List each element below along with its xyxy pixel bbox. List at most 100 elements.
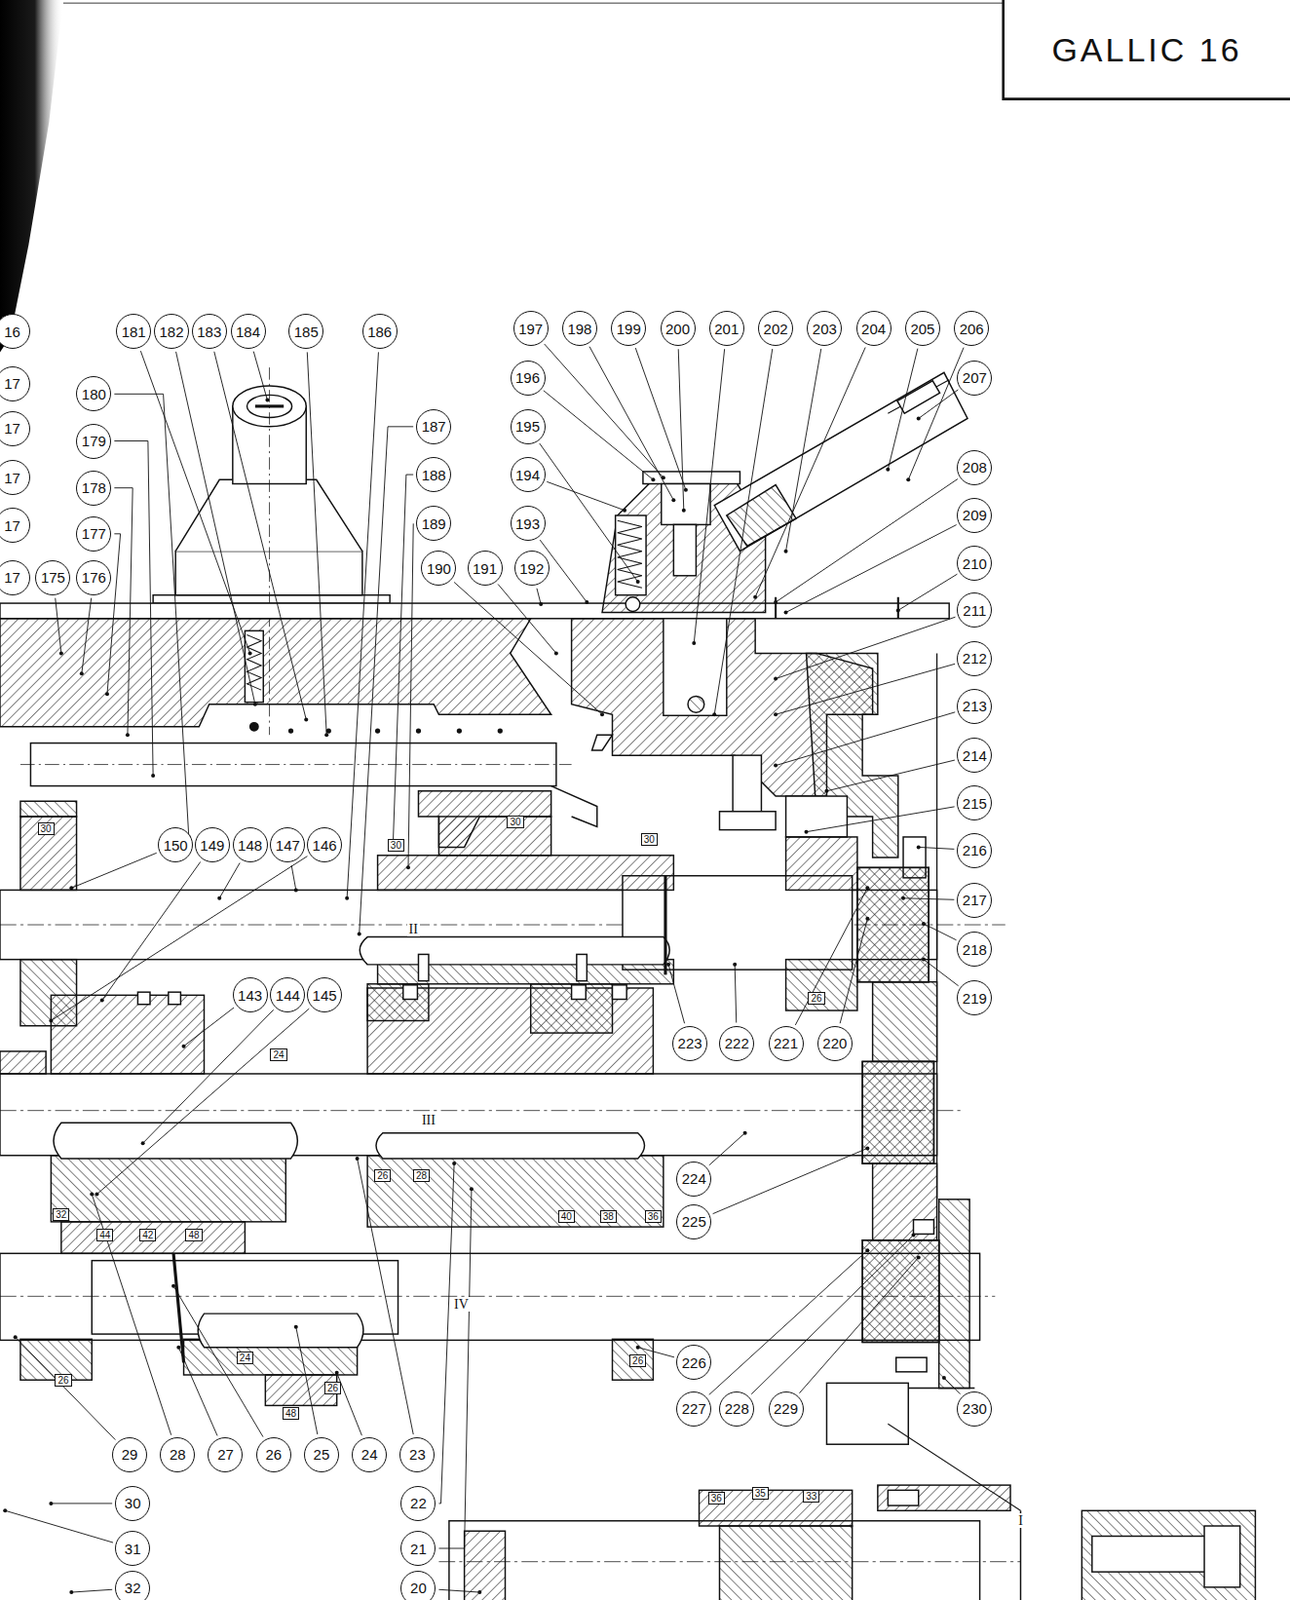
callout-number: 222 xyxy=(719,1025,755,1062)
leader-dot xyxy=(554,650,559,655)
callout-number: 224 xyxy=(676,1161,712,1197)
callout-number: 178 xyxy=(75,470,112,506)
leader-line xyxy=(357,1158,415,1435)
leader-line xyxy=(786,525,957,613)
leader-dot xyxy=(824,789,829,794)
callout-number: 176 xyxy=(75,560,112,596)
leader-dot xyxy=(406,865,411,870)
leader-dot xyxy=(804,830,809,835)
leader-dot xyxy=(344,896,349,901)
leader-dot xyxy=(69,885,74,890)
leader-line xyxy=(408,523,414,868)
leader-line xyxy=(944,1377,961,1395)
callout-number: 200 xyxy=(660,310,696,346)
drawing-line xyxy=(673,524,696,575)
drawing-line xyxy=(877,1484,1011,1511)
drawing-line xyxy=(719,811,776,831)
drawing-line xyxy=(1204,1525,1241,1588)
drawing-line xyxy=(173,1252,184,1363)
leader-line xyxy=(734,964,737,1024)
part-tag: 42 xyxy=(139,1228,156,1242)
drawing-line xyxy=(438,816,551,856)
drawing-line xyxy=(732,755,761,815)
drawing-line xyxy=(175,551,363,596)
drawing-line xyxy=(872,982,938,1063)
drawing-line xyxy=(0,1051,46,1074)
leader-dot xyxy=(600,712,605,717)
drawing-line xyxy=(0,618,552,727)
leader-dot xyxy=(176,1345,181,1350)
drawing-line xyxy=(897,380,941,415)
leader-line xyxy=(359,426,414,935)
callout-number: 29 xyxy=(112,1437,148,1473)
leader-line xyxy=(497,583,557,653)
leader-dot xyxy=(916,844,921,849)
callout-number: 205 xyxy=(905,310,941,346)
part-tag: 35 xyxy=(752,1486,769,1500)
drawing-line xyxy=(197,1313,364,1348)
leader-dot xyxy=(910,1232,915,1237)
callout-number: 149 xyxy=(194,827,230,863)
leader-line xyxy=(55,598,62,654)
leader-line xyxy=(751,1234,913,1394)
drawing-line xyxy=(416,727,421,733)
leader-dot xyxy=(636,579,641,584)
drawing-line xyxy=(913,1219,935,1235)
leader-line xyxy=(97,1008,310,1194)
drawing-line xyxy=(714,372,968,551)
leader-line xyxy=(709,1250,869,1395)
leader-line xyxy=(346,351,379,898)
part-tag: 32 xyxy=(52,1208,70,1221)
drawing-line xyxy=(896,1357,927,1372)
drawing-line xyxy=(0,603,949,619)
drawing-line xyxy=(456,727,462,733)
leader-dot xyxy=(916,1254,921,1259)
callout-number: 220 xyxy=(817,1025,853,1062)
callout-number: 24 xyxy=(351,1437,387,1473)
leader-line xyxy=(775,663,955,715)
drawing-line xyxy=(862,1240,940,1343)
drawing-line xyxy=(359,937,670,965)
leader-dot xyxy=(59,650,64,655)
callout-number: 26 xyxy=(256,1437,292,1473)
drawing-line xyxy=(617,520,643,588)
part-tag: 26 xyxy=(807,991,825,1005)
drawing-line xyxy=(719,1525,852,1600)
drawing-line xyxy=(497,727,503,733)
leader-line xyxy=(635,347,686,491)
callout-number: 32 xyxy=(114,1570,151,1600)
leader-line xyxy=(107,533,121,694)
leader-dot xyxy=(691,641,696,645)
drawing-line xyxy=(0,1252,981,1340)
drawing-line xyxy=(175,479,363,551)
callout-number: 17 xyxy=(0,366,31,402)
callout-number: 187 xyxy=(416,409,452,445)
leader-dot xyxy=(217,896,222,901)
callout-number: 216 xyxy=(956,833,992,869)
leader-line xyxy=(253,351,267,401)
shaft-number: IV xyxy=(452,1296,471,1312)
leader-dot xyxy=(265,398,269,403)
leader-dot xyxy=(916,416,921,420)
drawing-line xyxy=(376,1133,645,1159)
leader-dot xyxy=(896,607,901,612)
leader-dot xyxy=(294,1325,299,1329)
leader-line xyxy=(173,1286,264,1438)
part-tag: 30 xyxy=(387,838,405,852)
leader-line xyxy=(546,481,625,510)
callout-number: 25 xyxy=(303,1437,340,1473)
drawing-line xyxy=(661,484,711,526)
callout-number: 193 xyxy=(510,505,546,541)
drawing-line xyxy=(786,796,848,837)
leader-line xyxy=(454,581,603,715)
leader-dot xyxy=(2,1508,7,1513)
leader-line xyxy=(923,959,959,987)
leader-line xyxy=(219,862,240,898)
leader-line xyxy=(113,393,189,837)
leader-line xyxy=(71,852,156,888)
leader-dot xyxy=(666,962,671,967)
leader-dot xyxy=(95,1192,100,1197)
drawing-line xyxy=(168,991,182,1005)
leader-dot xyxy=(13,1334,18,1339)
